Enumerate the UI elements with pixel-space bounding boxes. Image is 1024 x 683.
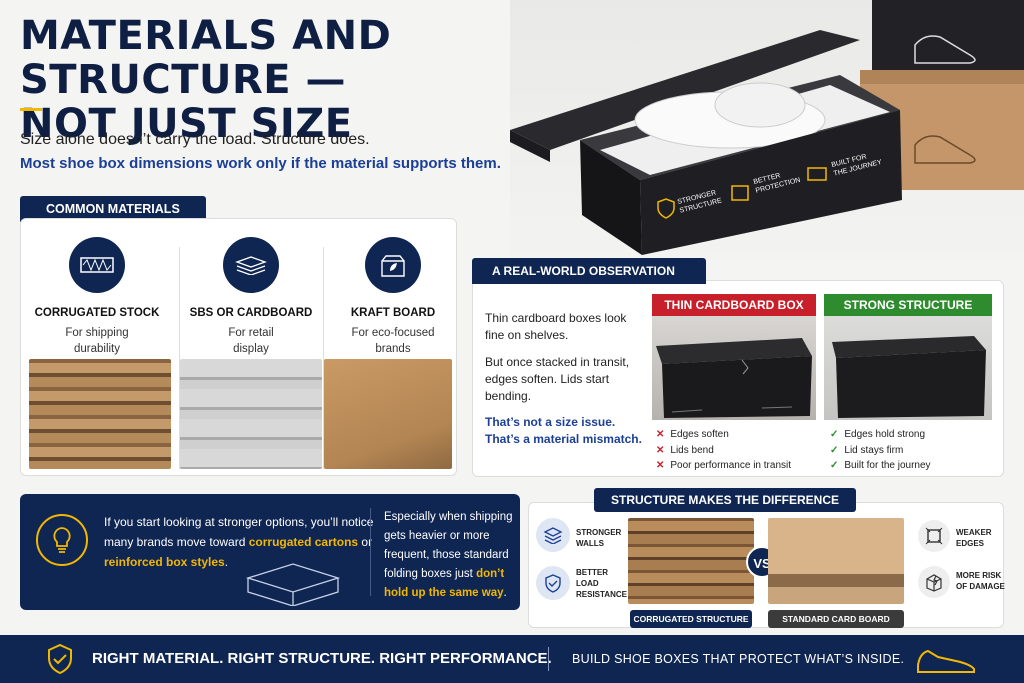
- corrugated-structure-photo: [628, 518, 754, 604]
- divider: [548, 647, 549, 671]
- footer-tagline: RIGHT MATERIAL. RIGHT STRUCTURE. RIGHT P…: [92, 650, 552, 667]
- sbs-sample: [180, 359, 322, 469]
- shoe-icon: [917, 649, 975, 673]
- kraft-sample: [324, 359, 452, 469]
- tab-observation: A REAL-WORLD OBSERVATION: [472, 258, 706, 284]
- shield-check-icon: [48, 643, 72, 675]
- lightbulb-icon: [36, 514, 88, 566]
- shoe-outline-icon: [914, 135, 976, 164]
- list-item: ✕Lids bend: [656, 444, 714, 456]
- shoe-box-illustration: STRONGERSTRUCTURE BETTERPROTECTION BUILT…: [510, 0, 1024, 255]
- shield-check-icon: [536, 566, 570, 600]
- strong-box-photo: [824, 316, 992, 420]
- list-item: ✓Lid stays firm: [830, 444, 904, 456]
- corrugated-icon: [69, 237, 125, 293]
- title-accent: [20, 108, 42, 111]
- list-item: ✓Edges hold strong: [830, 429, 926, 440]
- subtitle: Size alone doesn’t carry the load. Struc…: [20, 131, 370, 148]
- tip-text: If you start looking at stronger options…: [104, 515, 374, 569]
- thin-box-label: THIN CARDBOARD BOX: [652, 294, 816, 316]
- divider: [179, 247, 180, 469]
- open-box-icon: [245, 563, 341, 606]
- tip-panel: If you start looking at stronger options…: [20, 494, 520, 610]
- page-title: MATERIALS AND STRUCTURE — NOT JUST SIZE: [20, 13, 392, 147]
- eco-box-icon: [365, 237, 421, 293]
- strong-box-list: ✓Edges hold strong ✓Lid stays firm ✓Buil…: [830, 427, 931, 474]
- standard-board-photo: [768, 518, 904, 604]
- layers-icon: [536, 518, 570, 552]
- thin-box-list: ✕Edges soften ✕Lids bend ✕Poor performan…: [656, 427, 791, 474]
- divider: [370, 508, 371, 596]
- corrugated-sample: [29, 359, 171, 469]
- corrugated-caption: CORRUGATED STRUCTURE: [630, 610, 752, 628]
- tab-structure: STRUCTURE MAKES THE DIFFERENCE: [594, 488, 856, 512]
- damaged-box-icon: [918, 566, 950, 598]
- hero-image: STRONGERSTRUCTURE BETTERPROTECTION BUILT…: [510, 0, 1024, 260]
- divider: [323, 247, 324, 469]
- footer-bar: RIGHT MATERIAL. RIGHT STRUCTURE. RIGHT P…: [0, 635, 1024, 683]
- tab-common-materials: COMMON MATERIALS: [20, 196, 206, 222]
- shoe-outline-icon: [914, 35, 976, 64]
- tip-text-right: Especially when shipping gets heavier or…: [384, 511, 513, 599]
- weak-edges-icon: [918, 520, 950, 552]
- subtitle-highlight: Most shoe box dimensions work only if th…: [20, 155, 501, 172]
- thin-box-photo: [652, 316, 816, 420]
- list-item: ✕Edges soften: [656, 429, 729, 440]
- observation-text: Thin cardboard boxes look fine on shelve…: [485, 311, 642, 446]
- strong-box-label: STRONG STRUCTURE: [824, 294, 992, 316]
- list-item: ✕Poor performance in transit: [656, 460, 792, 471]
- footer-cta: BUILD SHOE BOXES THAT PROTECT WHAT’S INS…: [572, 652, 905, 666]
- board-stack-icon: [223, 237, 279, 293]
- list-item: ✓Built for the journey: [830, 460, 931, 471]
- standard-caption: STANDARD CARD BOARD: [768, 610, 904, 628]
